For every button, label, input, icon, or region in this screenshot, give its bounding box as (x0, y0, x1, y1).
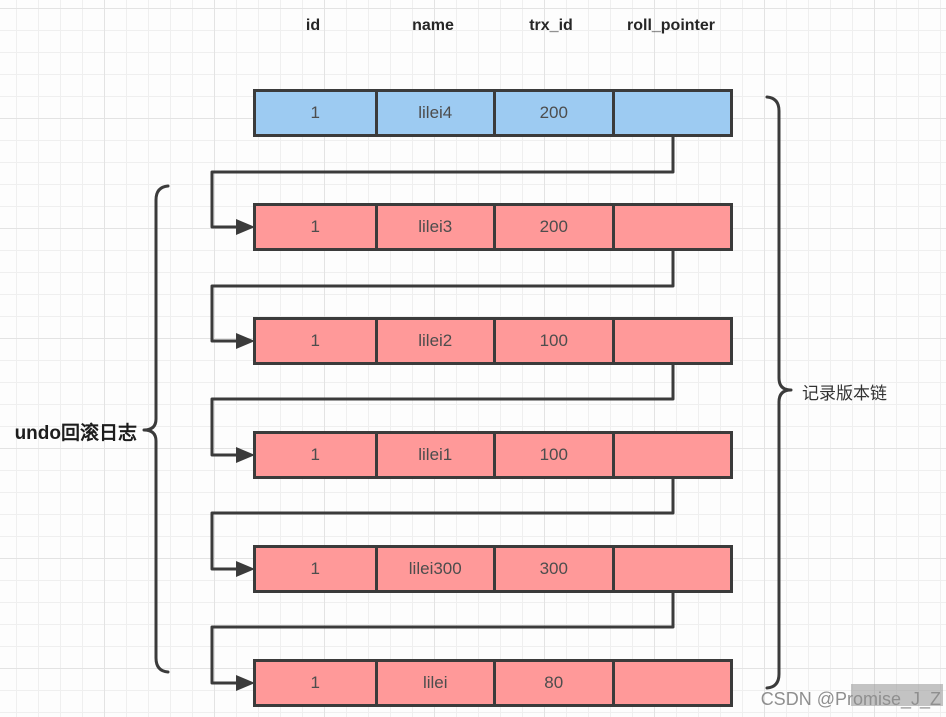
watermark-highlight (851, 684, 943, 706)
cell-roll-pointer (611, 548, 731, 590)
cell-trx-id: 300 (493, 548, 612, 590)
record-row-current: 1 lilei4 200 (253, 89, 733, 137)
cell-name: lilei3 (374, 206, 494, 248)
cell-roll-pointer (611, 320, 731, 362)
undo-log-label: undo回滚日志 (14, 423, 137, 444)
cell-roll-pointer (611, 662, 731, 704)
record-row-undo-3: 1 lilei1 100 (253, 431, 733, 479)
cell-id: 1 (310, 673, 320, 692)
cell-id: 1 (310, 559, 320, 578)
cell-roll-pointer (611, 92, 731, 134)
cell-id: 1 (310, 445, 320, 464)
column-header-trx-id: trx_id (529, 17, 573, 34)
right-brace (765, 95, 793, 690)
cell-trx-id: 200 (493, 206, 612, 248)
column-header-id: id (305, 17, 321, 34)
cell-trx-id: 100 (493, 434, 612, 476)
cell-name: lilei1 (374, 434, 494, 476)
cell-trx-id: 200 (493, 92, 612, 134)
cell-trx-id: 100 (493, 320, 612, 362)
record-row-undo-1: 1 lilei3 200 (253, 203, 733, 251)
watermark-text: CSDN @Promise_J_Z (760, 689, 941, 709)
column-header-name: name (412, 17, 454, 34)
cell-name: lilei300 (374, 548, 494, 590)
cell-id: 1 (310, 103, 320, 122)
cell-name: lilei4 (374, 92, 494, 134)
cell-id: 1 (310, 331, 320, 350)
cell-id: 1 (310, 217, 320, 236)
column-header-roll-pointer: roll_pointer (626, 17, 716, 34)
cell-trx-id: 80 (493, 662, 612, 704)
record-row-undo-5: 1 lilei 80 (253, 659, 733, 707)
version-chain-label: 记录版本链 (802, 384, 887, 403)
cell-roll-pointer (611, 434, 731, 476)
record-row-undo-4: 1 lilei300 300 (253, 545, 733, 593)
record-row-undo-2: 1 lilei2 100 (253, 317, 733, 365)
cell-name: lilei2 (374, 320, 494, 362)
cell-roll-pointer (611, 206, 731, 248)
cell-name: lilei (374, 662, 494, 704)
left-brace (142, 184, 170, 674)
